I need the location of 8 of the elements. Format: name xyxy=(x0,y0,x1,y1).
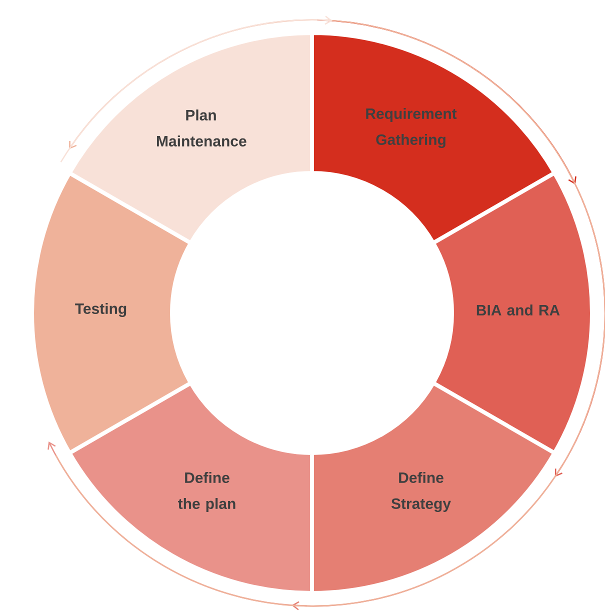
ring-segment: Define the plan xyxy=(68,381,314,595)
ring-segment: Requirement Gathering xyxy=(310,31,556,245)
ring-segment: Plan Maintenance xyxy=(68,31,314,245)
ring-segment: BIA and RA xyxy=(431,171,594,455)
ring-segment: Define Strategy xyxy=(310,381,556,595)
arrow xyxy=(55,20,605,606)
ring-segment: Testing xyxy=(30,171,193,455)
arrow xyxy=(60,16,332,162)
